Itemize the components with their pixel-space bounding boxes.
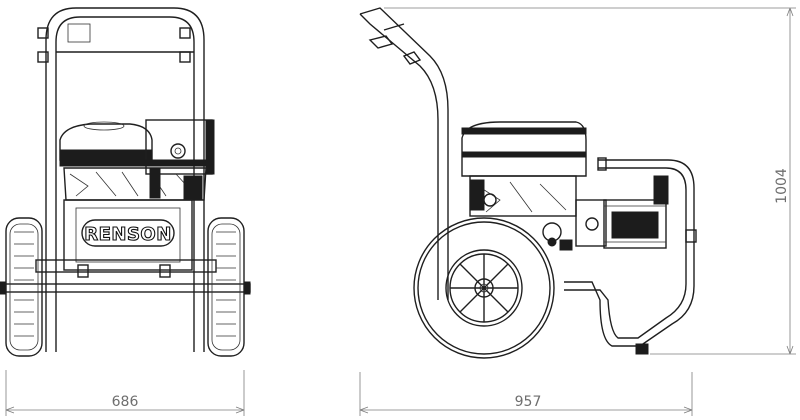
front-view: RENSON (0, 7, 251, 357)
logo-text: RENSON (84, 224, 172, 245)
side-rear-frame (564, 157, 697, 355)
dimension-label-height: 1004 (774, 168, 790, 204)
front-base (0, 259, 251, 295)
dimension-side-length: 957 (359, 372, 693, 416)
side-pump (559, 175, 669, 251)
dimension-label-front-width: 686 (112, 394, 139, 410)
front-logo-plate: RENSON (63, 199, 193, 271)
front-handle-frame (37, 7, 205, 352)
front-wheel-left (5, 217, 43, 357)
front-engine (59, 119, 215, 201)
dimension-front-width: 686 (5, 370, 245, 416)
side-wheel (413, 217, 555, 359)
front-wheel-right (207, 217, 245, 357)
dimension-label-side-length: 957 (515, 394, 542, 410)
dimension-height: 1004 (384, 7, 796, 355)
side-engine (461, 121, 587, 247)
side-view (359, 7, 697, 359)
side-handle (359, 7, 449, 300)
